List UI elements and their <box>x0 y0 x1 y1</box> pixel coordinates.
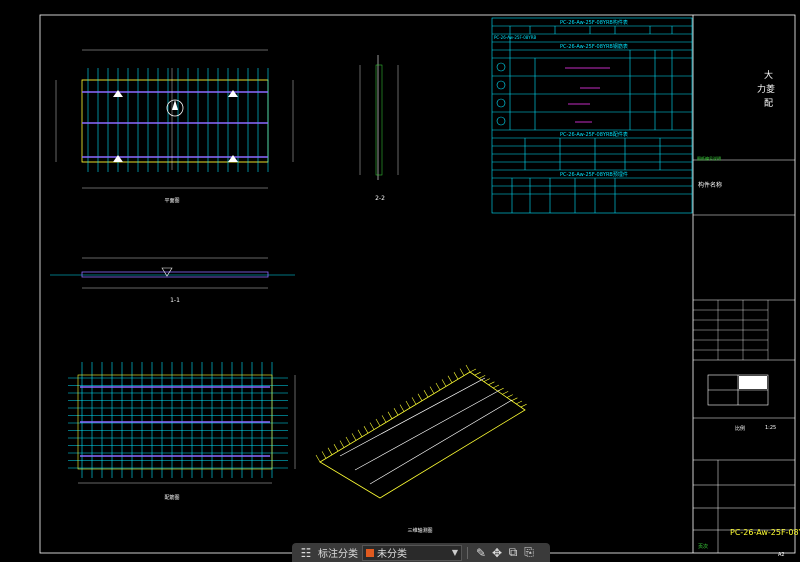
sheet-label: 页次 <box>698 544 709 550</box>
corner-note: A2 <box>778 552 785 558</box>
rebar-line <box>469 368 477 373</box>
company-note: 图纸编号说明 <box>697 156 721 161</box>
section-1-1: 1-1 <box>50 257 295 304</box>
drawing-name-label: 构件名称 <box>698 182 723 189</box>
category-value: 未分类 <box>377 549 407 560</box>
plan-view-label: 平面图 <box>164 198 179 204</box>
rebar-line <box>381 415 387 423</box>
scale-label: 比例 <box>735 426 746 432</box>
rebar-line <box>441 379 447 387</box>
rebar-line <box>492 384 500 389</box>
rebar-line <box>399 404 405 412</box>
edit-icon[interactable]: ✎ <box>475 545 487 560</box>
project-title-3: 配 <box>764 99 774 109</box>
rebar-line <box>327 447 333 455</box>
rebar-line <box>429 386 435 394</box>
rebar-line <box>447 375 453 383</box>
plan-view: 平面图 <box>55 49 294 204</box>
table-bend-marks <box>565 67 610 123</box>
project-title-1: 大 <box>764 71 774 81</box>
rebar-line <box>483 378 490 382</box>
rebar-line <box>333 444 339 452</box>
isometric-view: 三维轴测图 <box>315 364 527 534</box>
paste-icon[interactable]: ⎘ <box>524 545 534 559</box>
rebar-line <box>411 397 417 405</box>
table1-title: PC-26-Aw-25F-08YRB构件表 <box>560 20 628 26</box>
component-tables <box>491 17 693 214</box>
rebar-line <box>423 390 429 398</box>
isometric-view-label: 三维轴测图 <box>407 527 432 534</box>
rebar-line <box>511 397 518 402</box>
toolbar-divider <box>467 546 468 559</box>
annotation-toolbar: ☷ 标注分类 未分类 ▼ ✎ ✥ ⧉ ⎘ <box>292 543 550 562</box>
legend-box <box>707 374 769 406</box>
rebar-line <box>339 440 345 448</box>
rebar-line <box>357 429 363 437</box>
rebar-line <box>479 375 486 379</box>
rebar-line <box>506 394 513 398</box>
rebar-line <box>321 451 327 459</box>
project-title-2: 力菱 <box>757 85 776 95</box>
signature-grid <box>693 300 769 360</box>
rebar-line <box>375 418 381 427</box>
rebar-line <box>474 371 481 376</box>
rebar-line <box>363 426 369 434</box>
rebar-line <box>515 400 523 405</box>
rebar-line <box>345 436 351 445</box>
rebar-line <box>520 403 527 408</box>
rebar-line <box>417 393 423 401</box>
outer-frame <box>39 14 796 554</box>
rebar-line <box>459 368 465 376</box>
table3-title: PC-26-Aw-25F-08YRB配件表 <box>560 132 628 138</box>
section-2-2: 2-2 <box>359 55 399 202</box>
rebar-line <box>488 381 495 386</box>
table2-title: PC-26-Aw-25F-08YRB钢筋表 <box>560 44 628 50</box>
rebar-line <box>315 454 321 463</box>
rebar-line <box>405 400 411 409</box>
annotate-category-label: 标注分类 <box>318 549 358 560</box>
rebar-line <box>465 364 471 373</box>
category-dropdown[interactable]: 未分类 ▼ <box>362 544 462 561</box>
rebar-line <box>393 408 399 416</box>
table4-title: PC-26-Aw-25F-08YRB预埋件 <box>560 172 628 178</box>
table1-row-id: PC-26-Aw-25F-08YRB <box>494 35 537 40</box>
rebar-line <box>502 391 509 395</box>
rebar-line <box>369 422 375 430</box>
move-icon[interactable]: ✥ <box>491 545 503 560</box>
section-2-2-label: 2-2 <box>375 195 385 202</box>
copy-icon[interactable]: ⧉ <box>508 545 518 559</box>
rebar-layout: 配筋图 <box>68 362 296 501</box>
chevron-down-icon: ▼ <box>451 548 458 557</box>
category-color-swatch <box>366 548 374 557</box>
rebar-layout-label: 配筋图 <box>164 494 179 501</box>
rebar-line <box>453 372 459 380</box>
grid-icon[interactable]: ☷ <box>300 545 312 560</box>
rebar-line <box>435 382 441 391</box>
drawing-number: PC-26-Aw-25F-08YRB <box>730 528 800 537</box>
rebar-line <box>351 433 357 441</box>
rebar-line <box>387 411 393 419</box>
scale-value: 1:25 <box>765 425 777 431</box>
section-1-1-label: 1-1 <box>170 297 180 304</box>
